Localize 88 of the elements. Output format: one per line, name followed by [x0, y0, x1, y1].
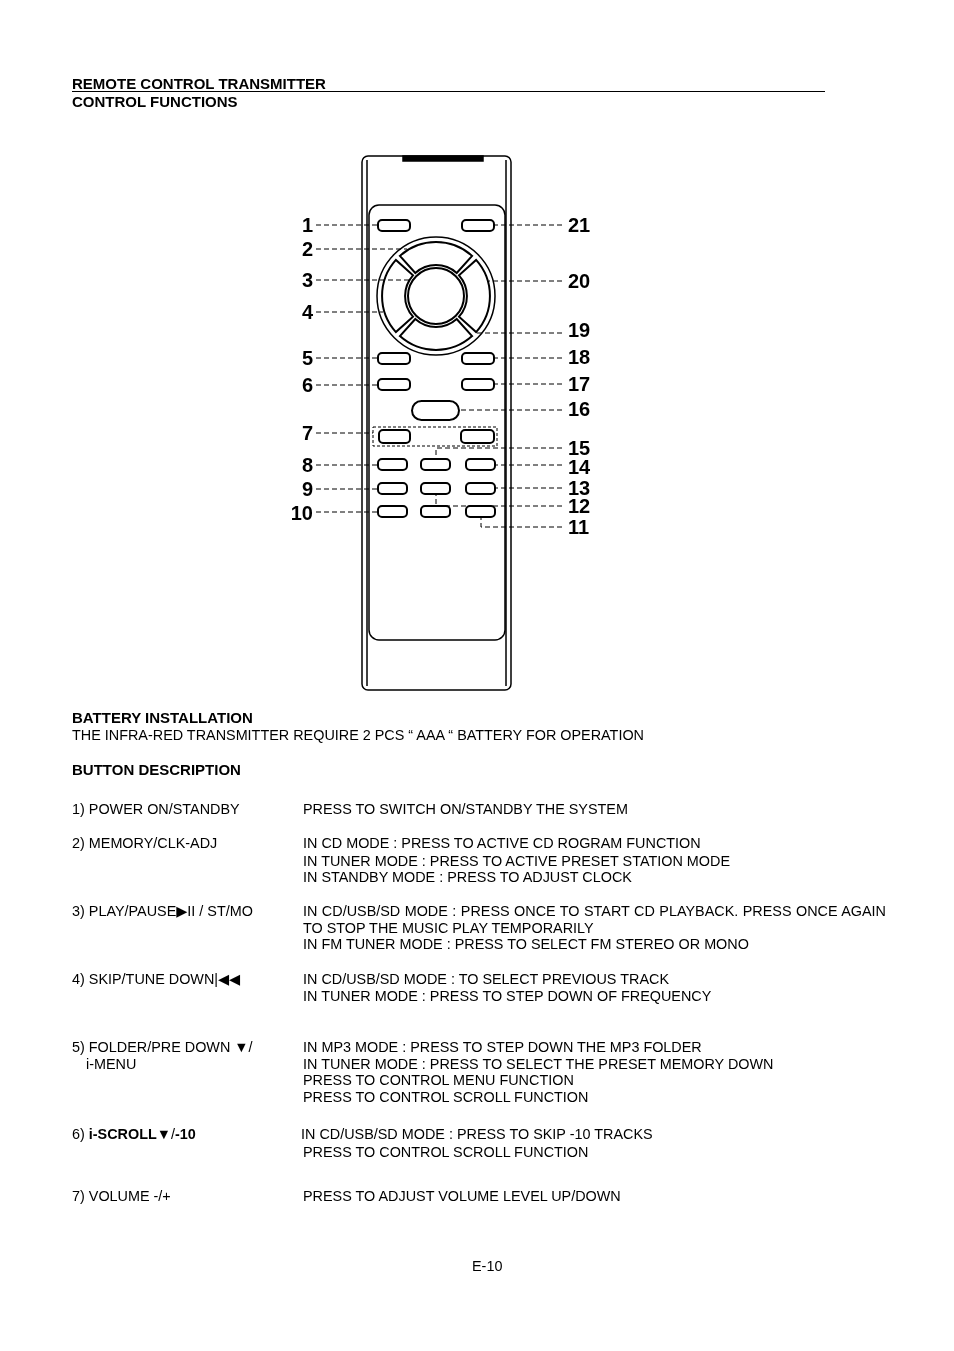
callout-number: 3 [301, 269, 313, 291]
remote-button [377, 219, 411, 232]
remote-button [377, 505, 408, 518]
leader-line [315, 248, 408, 250]
subheading: BUTTON DESCRIPTION [72, 761, 241, 778]
button-name: 2) MEMORY/CLK-ADJ [72, 835, 218, 852]
leader-line [435, 493, 563, 507]
description-text: IN TUNER MODE : PRESS TO STEP DOWN OF FREQUENCY [303, 988, 712, 1005]
subheading: CONTROL FUNCTIONS [72, 93, 238, 110]
leader-line [494, 464, 563, 466]
remote-button [461, 378, 495, 391]
remote-button [381, 258, 414, 334]
remote-button [458, 258, 491, 334]
leader-line [494, 487, 563, 489]
callout-number: 4 [301, 301, 313, 323]
callout-number: 1 [301, 214, 313, 236]
button-name: 7) VOLUME -/+ [72, 1188, 171, 1205]
callout-number: 7 [301, 422, 313, 444]
remote-button [465, 482, 496, 495]
button-name: 3) PLAY/PAUSE▶II / ST/MO [72, 903, 253, 920]
remote-button [377, 458, 408, 471]
remote-button [377, 352, 411, 365]
button-name: 1) POWER ON/STANDBY [72, 801, 240, 818]
callout-number: 10 [290, 502, 313, 524]
callout-number: 11 [568, 516, 590, 538]
leader-line [315, 488, 379, 490]
description-text: PRESS TO CONTROL MENU FUNCTION [303, 1072, 574, 1089]
button-name: 5) FOLDER/PRE DOWN ▼/ i-MENU [72, 1039, 253, 1073]
callout-number: 9 [301, 478, 313, 500]
remote-button [377, 378, 411, 391]
callout-number: 5 [301, 347, 313, 369]
leader-line [493, 357, 563, 359]
remote-button [407, 267, 465, 325]
remote-button [411, 400, 460, 421]
remote-button [420, 458, 451, 471]
description-text: PRESS TO SWITCH ON/STANDBY THE SYSTEM [303, 801, 628, 818]
description-text: IN TUNER MODE : PRESS TO SELECT THE PRESET MEMORY DOWN [303, 1056, 774, 1073]
section-heading: REMOTE CONTROL TRANSMITTER [72, 75, 326, 92]
remote-button [398, 241, 474, 274]
leader-line [493, 383, 563, 385]
leader-line [476, 332, 563, 334]
remote-button [461, 352, 495, 365]
remote-button [461, 219, 495, 232]
remote-button [398, 318, 474, 351]
callout-number: 17 [568, 373, 591, 395]
leader-line [315, 357, 379, 359]
description-text: IN CD/USB/SD MODE : PRESS TO SKIP -10 TRACKS [301, 1126, 653, 1143]
description-text: PRESS TO CONTROL SCROLL FUNCTION [303, 1144, 589, 1161]
leader-line [458, 409, 563, 411]
callout-number: 6 [301, 374, 313, 396]
leader-line [315, 384, 379, 386]
callout-number: 20 [568, 270, 591, 292]
description-text: PRESS TO ADJUST VOLUME LEVEL UP/DOWN [303, 1188, 621, 1205]
description-text: IN MP3 MODE : PRESS TO STEP DOWN THE MP3 FOLDER [303, 1039, 702, 1056]
leader-line [315, 224, 379, 226]
paragraph: THE INFRA-RED TRANSMITTER REQUIRE 2 PCS “ AAA “ BATTERY FOR OPERATION [72, 727, 644, 744]
remote-button [420, 482, 451, 495]
leader-line [315, 464, 379, 466]
leader-line [315, 511, 379, 513]
remote-button [465, 505, 496, 518]
leader-line [480, 516, 563, 528]
callout-number: 19 [568, 319, 591, 341]
callout-number: 14 [568, 456, 591, 478]
description-text: IN CD MODE : PRESS TO ACTIVE CD ROGRAM FUNCTION [303, 835, 701, 852]
description-text: IN CD/USB/SD MODE : PRESS ONCE TO START CD PLAYBACK. PRESS ONCE AGAIN TO STOP THE MUSIC PLAY TEMPORARILY [303, 903, 886, 937]
callout-number: 16 [568, 398, 591, 420]
description-text: IN CD/USB/SD MODE : TO SELECT PREVIOUS TRACK [303, 971, 669, 988]
leader-line [493, 224, 563, 226]
description-text: PRESS TO CONTROL SCROLL FUNCTION [303, 1089, 589, 1106]
remote-button [465, 458, 496, 471]
button-name: 4) SKIP/TUNE DOWN|◀◀ [72, 971, 241, 988]
leader-line [315, 432, 374, 434]
dashed-frame [372, 426, 498, 447]
button-name: 6) i-SCROLL▼/-10 [72, 1126, 196, 1143]
callout-number: 2 [301, 238, 313, 260]
leader-line [488, 280, 563, 282]
callout-number: 18 [568, 346, 591, 368]
description-text: IN STANDBY MODE : PRESS TO ADJUST CLOCK [303, 869, 632, 886]
leader-line [315, 279, 414, 281]
callout-number: 21 [568, 214, 591, 236]
subheading: BATTERY INSTALLATION [72, 709, 253, 726]
description-text: IN TUNER MODE : PRESS TO ACTIVE PRESET STATION MODE [303, 853, 730, 870]
callout-number: 8 [301, 454, 313, 476]
leader-line [315, 311, 384, 313]
callout-number: 15 [568, 437, 591, 459]
remote-button [377, 482, 408, 495]
description-text: IN FM TUNER MODE : PRESS TO SELECT FM STEREO OR MONO [303, 936, 749, 953]
page-number: E-10 [472, 1258, 503, 1275]
